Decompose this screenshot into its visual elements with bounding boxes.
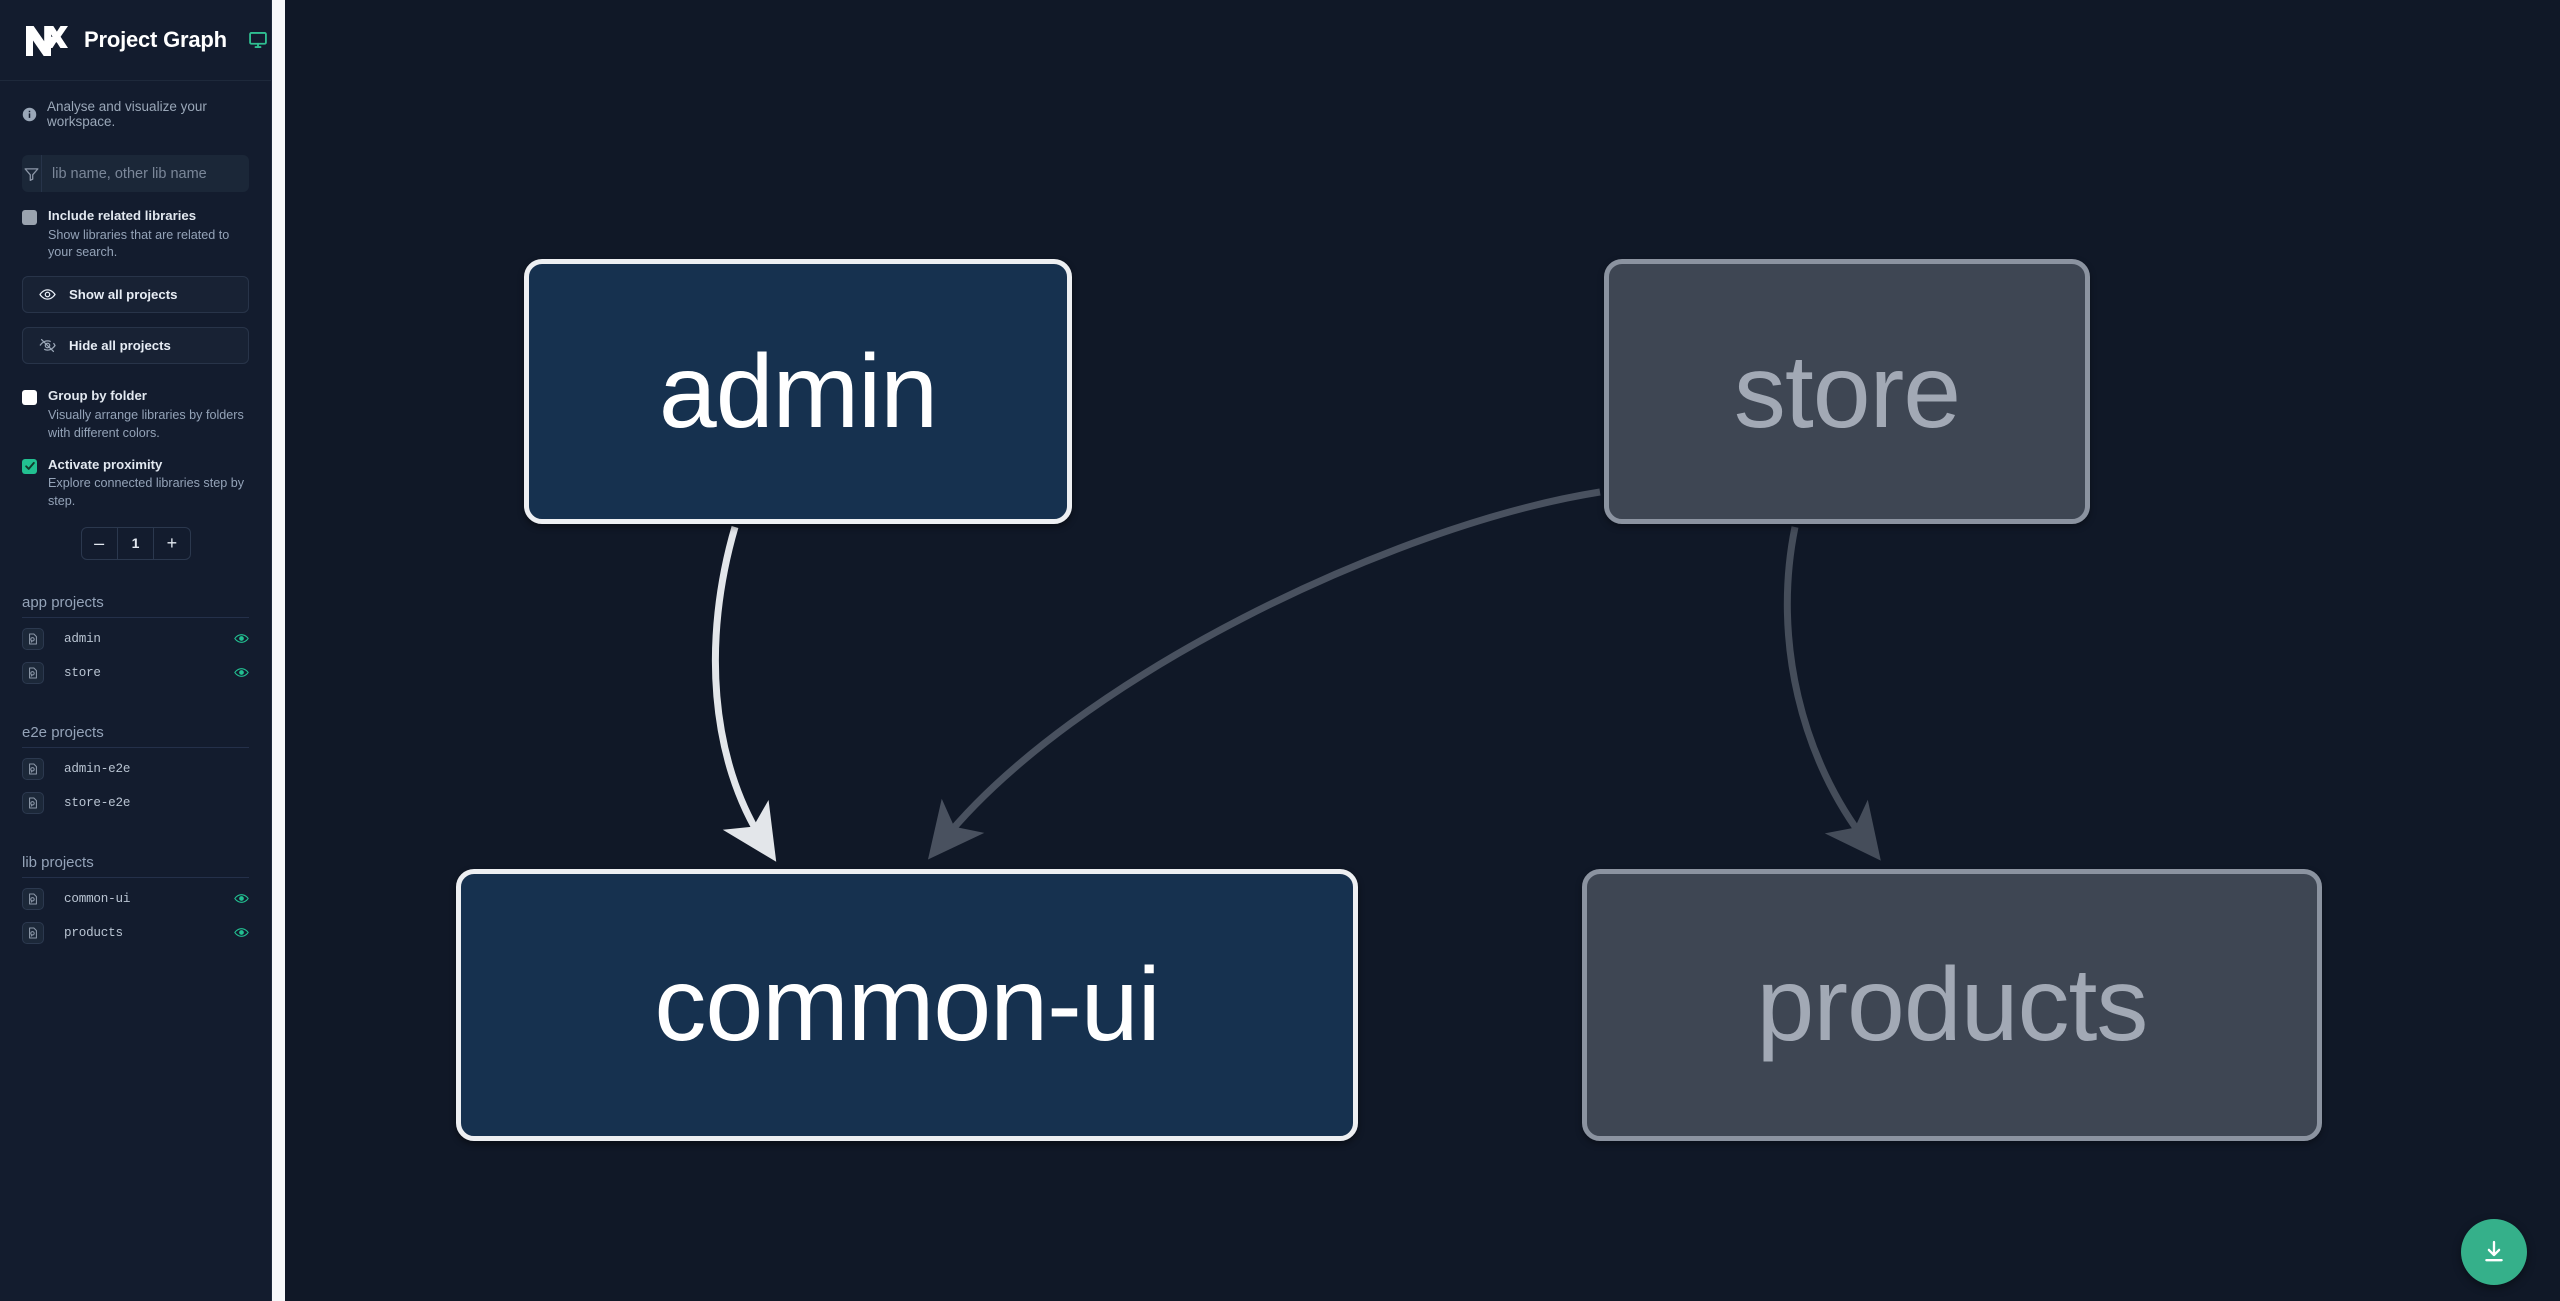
project-list-item[interactable]: products (22, 916, 249, 950)
eye-icon[interactable] (234, 925, 249, 940)
eye-icon (39, 289, 56, 300)
project-name: store (64, 665, 101, 680)
project-visibility-toggle[interactable] (234, 631, 249, 646)
proximity-increment-button[interactable]: + (166, 532, 178, 553)
project-visibility-toggle[interactable] (234, 665, 249, 680)
download-graph-button[interactable] (2461, 1219, 2527, 1285)
project-file-icon (29, 927, 37, 939)
graph-node-label: admin (658, 333, 938, 450)
check-icon (24, 461, 35, 470)
graph-edges (711, 488, 1881, 862)
project-icon (22, 887, 44, 910)
project-name: admin (64, 631, 101, 646)
graph-node-products[interactable]: products (1582, 869, 2322, 1141)
show-all-projects-button[interactable]: Show all projects (22, 276, 249, 314)
proximity-stepper: – 1 + (80, 526, 191, 560)
filter-icon-box (22, 155, 42, 192)
hide-all-projects-label: Hide all projects (69, 338, 171, 354)
project-icon (22, 757, 44, 780)
graph-node-store[interactable]: store (1604, 259, 2090, 524)
sidebar: Project Graph Analyse and visualize your… (0, 0, 272, 1301)
eye-icon[interactable] (234, 631, 249, 646)
eye-off-icon (39, 339, 56, 353)
info-icon (22, 107, 37, 121)
sidebar-scrollbar[interactable] (272, 0, 285, 1301)
project-group-title: app projects (22, 594, 249, 618)
graph-node-label: products (1756, 947, 2149, 1063)
group-by-folder-description: Visually arrange libraries by folders wi… (48, 407, 244, 440)
project-file-icon (29, 893, 37, 905)
edge-admin-to-common-ui (711, 526, 777, 862)
project-visibility-placeholder (234, 761, 249, 776)
project-name: admin-e2e (64, 761, 131, 776)
project-list-item[interactable]: admin (22, 622, 249, 656)
project-list-item[interactable]: admin-e2e (22, 752, 249, 786)
graph-node-common-ui[interactable]: common-ui (456, 869, 1358, 1141)
nx-logo (26, 26, 68, 56)
page-title: Project Graph (84, 27, 227, 52)
activate-proximity-description: Explore connected libraries step by step… (48, 476, 245, 508)
edge-store-to-common-ui (927, 488, 1601, 860)
option-include-related-libraries[interactable]: Include related libraries Show libraries… (22, 208, 249, 262)
group-by-folder-checkbox[interactable] (22, 390, 37, 406)
project-groups: app projects admin store e2e projects ad… (22, 594, 249, 950)
graph-node-admin[interactable]: admin (524, 259, 1072, 524)
option-group-by-folder[interactable]: Group by folder Visually arrange librari… (22, 388, 249, 442)
show-all-projects-label: Show all projects (69, 287, 178, 303)
search-input[interactable] (42, 155, 249, 192)
group-by-folder-label: Group by folder (48, 388, 147, 404)
sidebar-tagline: Analyse and visualize your workspace. (0, 81, 271, 135)
download-icon (2485, 1240, 2503, 1262)
project-icon (22, 921, 44, 944)
project-icon (22, 661, 44, 684)
filter-icon (24, 167, 39, 181)
eye-icon[interactable] (234, 665, 249, 680)
sidebar-body: Include related libraries Show libraries… (0, 155, 271, 950)
project-list-item[interactable]: store-e2e (22, 786, 249, 820)
project-visibility-toggle[interactable] (234, 891, 249, 906)
tagline-text: Analyse and visualize your workspace. (47, 99, 207, 129)
search-row (22, 155, 249, 192)
graph-node-label: common-ui (654, 947, 1160, 1063)
project-file-icon (29, 797, 37, 809)
sidebar-header: Project Graph (0, 0, 271, 81)
activate-proximity-checkbox[interactable] (22, 458, 37, 474)
proximity-value: 1 (116, 527, 155, 559)
graph-canvas[interactable]: admin store common-ui products (272, 0, 2560, 1301)
project-icon (22, 791, 44, 814)
project-group-title: e2e projects (22, 724, 249, 748)
hide-all-projects-button[interactable]: Hide all projects (22, 327, 249, 365)
project-name: store-e2e (64, 795, 131, 810)
project-name: products (64, 925, 123, 940)
project-file-icon (29, 763, 37, 775)
option-activate-proximity[interactable]: Activate proximity Explore connected lib… (22, 457, 249, 511)
graph-node-label: store (1733, 333, 1961, 450)
activate-proximity-label: Activate proximity (48, 456, 163, 472)
project-visibility-placeholder (234, 795, 249, 810)
include-related-checkbox[interactable] (22, 210, 37, 225)
project-visibility-toggle[interactable] (234, 925, 249, 940)
project-list-item[interactable]: common-ui (22, 882, 249, 916)
project-icon (22, 627, 44, 650)
include-related-description: Show libraries that are related to your … (48, 227, 230, 260)
project-name: common-ui (64, 891, 131, 906)
proximity-decrement-button[interactable]: – (94, 532, 105, 553)
project-group-title: lib projects (22, 854, 249, 878)
eye-icon[interactable] (234, 891, 249, 906)
project-file-icon (29, 667, 37, 679)
project-list-item[interactable]: store (22, 656, 249, 690)
project-file-icon (29, 633, 37, 645)
edge-store-to-products (1783, 526, 1881, 861)
include-related-label: Include related libraries (48, 208, 197, 223)
monitor-icon[interactable] (247, 30, 269, 50)
